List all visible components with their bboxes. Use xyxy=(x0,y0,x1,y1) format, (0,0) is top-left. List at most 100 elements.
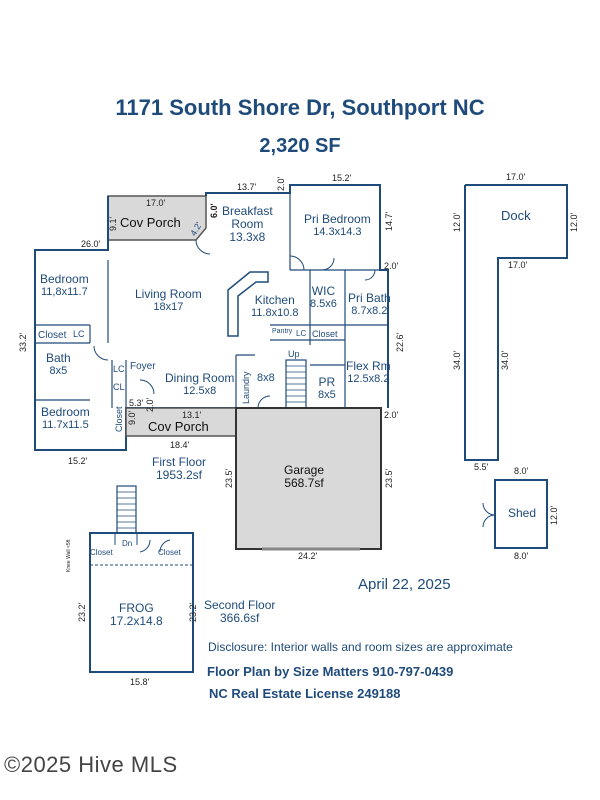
dim-porch2-bottom: 18.4' xyxy=(170,440,190,450)
laundry-size: 8x8 xyxy=(257,372,275,384)
dim-garage-step: 2.0' xyxy=(384,410,399,420)
bedroom-lower-name: Bedroom xyxy=(41,405,90,419)
living-room-name: Living Room xyxy=(135,287,202,301)
laundry-label: Laundry xyxy=(241,371,251,404)
pri-bedroom: Pri Bedroom 14.3x14.3 xyxy=(304,213,371,239)
dim-dock-right: 12.0' xyxy=(569,212,579,232)
shed-label: Shed xyxy=(508,506,537,520)
kitchen-size: 11.8x10.8 xyxy=(251,307,299,319)
plan-date: April 22, 2025 xyxy=(358,576,451,593)
garage-size: 568.7sf xyxy=(284,476,324,490)
dim-dock-arm-right: 34.0' xyxy=(500,350,510,370)
dim-shed-bottom: 8.0' xyxy=(514,551,529,561)
dim-pri-side: 14.7' xyxy=(384,211,394,231)
license-number: NC Real Estate License 249188 xyxy=(209,686,401,701)
pri-bath: Pri Bath 8.7x8.2 xyxy=(348,292,391,318)
bedroom-lower: Bedroom 11.7x11.5 xyxy=(41,406,90,432)
breakfast-room: Breakfast Room 13.3x8 xyxy=(222,205,273,244)
bath-size: 8x5 xyxy=(49,365,68,377)
first-floor: First Floor 1953.2sf xyxy=(152,456,206,482)
cov-porch-top-label: Cov Porch xyxy=(120,215,181,230)
flex-room-name: Flex Rm xyxy=(346,359,391,373)
bath-name: Bath xyxy=(46,351,71,365)
kitchen: Kitchen 11.8x10.8 xyxy=(251,294,299,320)
pri-bedroom-size: 14.3x14.3 xyxy=(313,226,362,238)
pantry-label: Pantry xyxy=(272,328,293,335)
bedroom-lower-size: 11.7x11.5 xyxy=(42,419,89,431)
dim-shed-side: 12.0' xyxy=(549,505,559,525)
dining-room: Dining Room 12.5x8 xyxy=(165,372,234,398)
second-floor: Second Floor 366.6sf xyxy=(204,599,275,625)
disclosure: Disclosure: Interior walls and room size… xyxy=(208,640,513,654)
shed-outline xyxy=(494,479,548,549)
dim-porch2-a: 5.3' xyxy=(129,398,144,408)
up-label: Up xyxy=(288,349,300,359)
flex-room: Flex Rm 12.5x8.2 xyxy=(346,360,391,386)
bedroom-left-name: Bedroom xyxy=(40,272,89,286)
dim-garage-left: 23.5' xyxy=(224,468,234,488)
dim-porch-side: 9.1' xyxy=(108,216,118,231)
cov-porch-bottom-area xyxy=(125,407,237,437)
bath: Bath 8x5 xyxy=(46,352,71,378)
kitchen-island xyxy=(227,271,269,337)
closet-wic-label: Closet xyxy=(312,329,338,339)
second-floor-area: 366.6sf xyxy=(220,611,260,625)
dim-left-side: 33.2' xyxy=(18,332,28,352)
dim-porch-top: 17.0' xyxy=(146,198,166,208)
frog-name: FROG xyxy=(119,601,154,615)
frog-outline xyxy=(89,532,194,673)
foyer-label: Foyer xyxy=(130,361,156,372)
property-address: 1171 South Shore Dr, Southport NC xyxy=(115,95,485,120)
lc-left-label: LC xyxy=(73,329,85,339)
dim-garage-right: 23.5' xyxy=(384,468,394,488)
pr-name: PR xyxy=(318,375,336,389)
cov-porch-bottom-label: Cov Porch xyxy=(148,419,209,434)
pr-size: 8x5 xyxy=(318,389,336,401)
garage-name: Garage xyxy=(284,463,325,477)
first-floor-name: First Floor xyxy=(152,455,206,469)
kitchen-name: Kitchen xyxy=(254,293,295,307)
cl-foyer-label: CL xyxy=(113,382,125,392)
dim-frog-left: 23.2' xyxy=(77,602,87,622)
dim-garage-bottom: 24.2' xyxy=(298,551,318,561)
total-area: 2,320 SF xyxy=(259,135,341,157)
stairs-second-floor xyxy=(116,485,137,534)
second-floor-name: Second Floor xyxy=(204,598,276,612)
dim-porch-bottom: 26.0' xyxy=(81,239,101,249)
powder-room: PR 8x5 xyxy=(318,376,336,402)
dining-room-size: 12.5x8 xyxy=(183,385,217,397)
closet-lower-label: Closet xyxy=(114,406,124,432)
wic: WIC 8.5x6 xyxy=(310,285,337,311)
dock-label: Dock xyxy=(501,208,531,223)
dock-outline xyxy=(464,184,568,461)
closet-left-label: Closet xyxy=(38,330,67,341)
dn-label: Dn xyxy=(122,539,133,548)
watermark: ©2025 Hive MLS xyxy=(4,752,178,777)
bedroom-left-size: 11,8x11.7 xyxy=(41,286,88,298)
dim-frog-bottom: 15.8' xyxy=(130,677,150,687)
lc-kitchen-label: LC xyxy=(296,329,307,338)
dim-breakfast-side: 6.0' xyxy=(209,203,219,218)
dim-breakfast-step: 2.0' xyxy=(276,176,286,191)
garage-area xyxy=(235,407,382,550)
living-room: Living Room 18x17 xyxy=(135,288,202,314)
dim-dock-mid: 17.0' xyxy=(508,260,528,270)
wic-size: 8.5x6 xyxy=(310,298,337,310)
lc-foyer-label: LC xyxy=(113,364,125,374)
frog: FROG 17.2x14.8 xyxy=(110,602,163,628)
first-floor-area: 1953.2sf xyxy=(155,468,203,482)
wic-name: WIC xyxy=(311,284,336,298)
garage: Garage 568.7sf xyxy=(284,464,324,490)
dim-dock-left: 12.0' xyxy=(452,212,462,232)
dim-porch2-c: 2.0' xyxy=(145,397,155,412)
frog-size: 17.2x14.8 xyxy=(110,614,163,628)
dim-shed-top: 8.0' xyxy=(514,466,529,476)
flex-room-size: 12.5x8.2 xyxy=(347,373,390,385)
pri-bath-name: Pri Bath xyxy=(348,291,391,305)
dim-frog-right: 23.2' xyxy=(188,602,198,622)
dining-room-name: Dining Room xyxy=(165,371,235,385)
pri-bath-size: 8.7x8.2 xyxy=(351,305,388,317)
knee-wall-label: Knee Wall <5ft xyxy=(66,539,72,572)
breakfast-room-name: Breakfast Room xyxy=(222,204,273,231)
